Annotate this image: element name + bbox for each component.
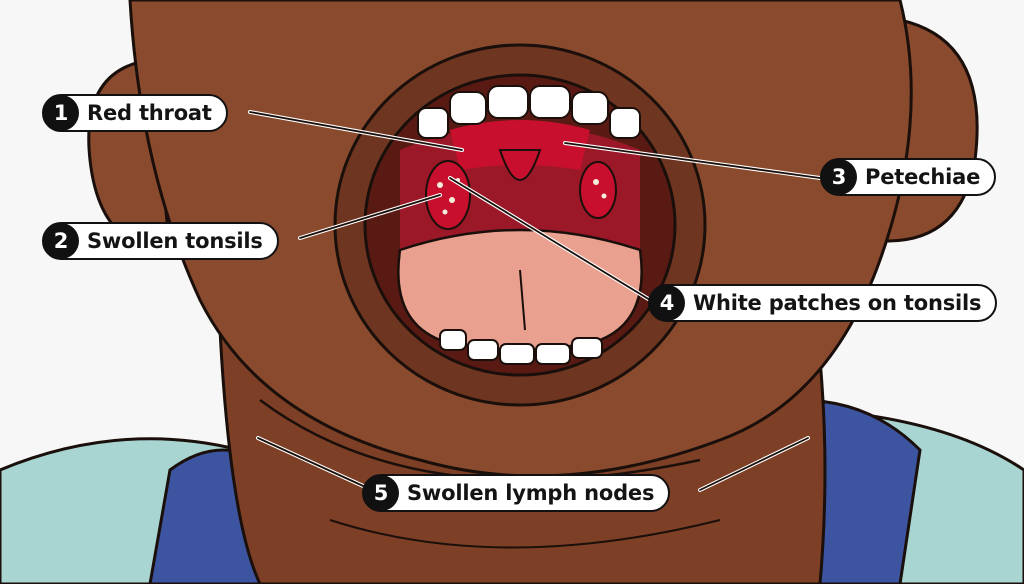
- tongue: [398, 230, 641, 350]
- number-badge: 5: [363, 475, 399, 511]
- right-tonsil: [580, 162, 616, 218]
- left-tonsil: [426, 161, 470, 229]
- label-text: Swollen tonsils: [87, 229, 263, 253]
- number-badge: 1: [43, 95, 79, 131]
- label-swollen-tonsils: 2 Swollen tonsils: [42, 222, 279, 260]
- label-text: Swollen lymph nodes: [407, 481, 654, 505]
- number-badge: 3: [821, 159, 857, 195]
- number-badge: 4: [649, 285, 685, 321]
- label-text: Petechiae: [865, 165, 980, 189]
- label-petechiae: 3 Petechiae: [820, 158, 996, 196]
- number-badge: 2: [43, 223, 79, 259]
- label-swollen-lymph-nodes: 5 Swollen lymph nodes: [362, 474, 670, 512]
- label-red-throat: 1 Red throat: [42, 94, 228, 132]
- label-white-patches: 4 White patches on tonsils: [648, 284, 997, 322]
- label-text: Red throat: [87, 101, 212, 125]
- label-text: White patches on tonsils: [693, 291, 981, 315]
